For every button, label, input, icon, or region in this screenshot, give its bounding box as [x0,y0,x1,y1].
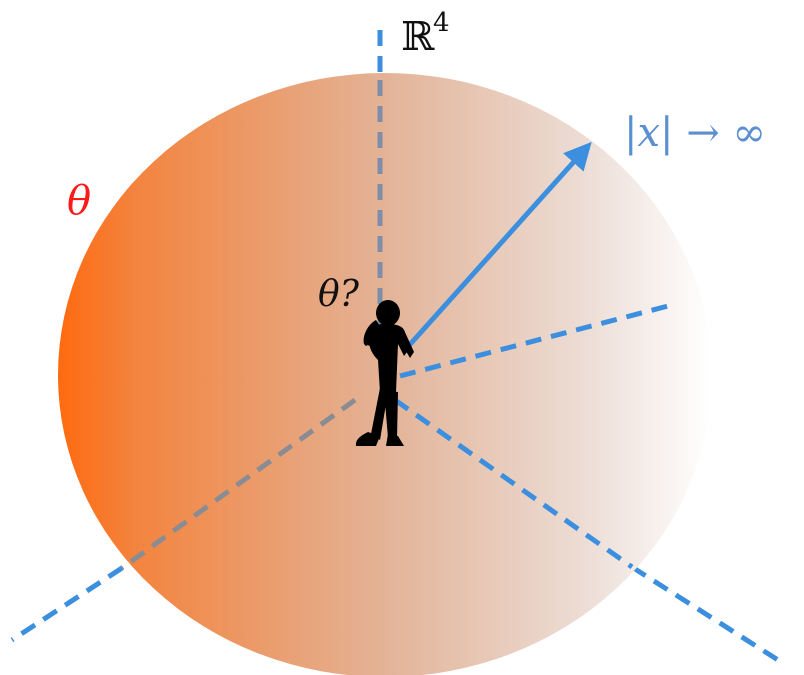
outer-axes [10,30,780,663]
axis-right [399,303,669,379]
person-thinking-silhouette-icon [355,300,414,446]
theta-question-label: θ? [318,274,360,315]
space-label: ℝ 4 [401,8,450,60]
radial-arrow [403,141,592,352]
axis-lower-left-inner [120,397,357,571]
axis-lower-right-outer [630,564,780,663]
axis-lower-left-outer [10,565,124,643]
axis-lower-right-inner [393,397,634,570]
limit-label: |x| → ∞ [624,110,766,156]
space-label-symbol: ℝ [401,14,435,60]
inner-axes [120,80,669,571]
theta-boundary-label: θ [67,178,91,224]
space-label-exponent: 4 [433,8,450,38]
